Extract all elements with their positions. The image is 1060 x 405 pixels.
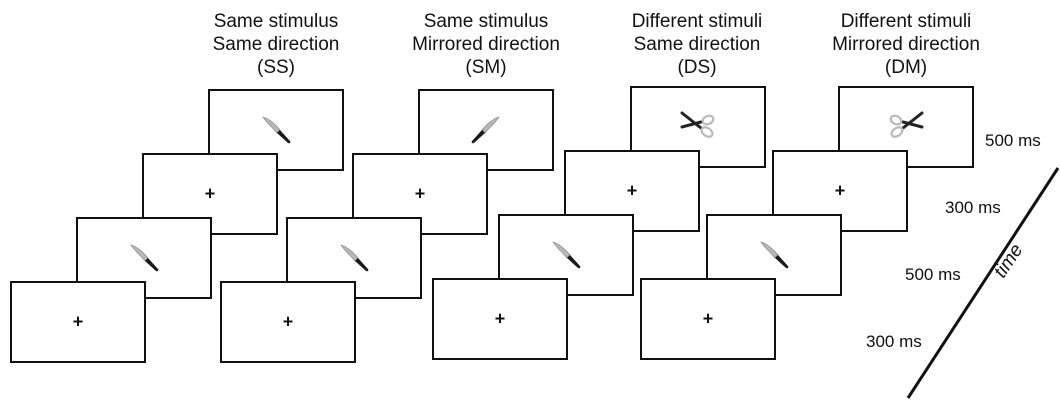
knife-icon: [332, 236, 376, 280]
condition-title-sm: Same stimulus Mirrored direction (SM): [386, 10, 586, 79]
fixation-cross: +: [626, 180, 638, 201]
duration-label-fixation-2: 300 ms: [945, 198, 1001, 217]
condition-title-line2: Mirrored direction: [832, 34, 980, 55]
condition-title-line3: (DM): [884, 57, 928, 78]
condition-title-ss: Same stimulus Same direction (SS): [176, 10, 376, 79]
condition-title-line1: Different stimuli: [840, 11, 972, 32]
condition-title-line3: (DS): [677, 57, 717, 78]
fixation-cross: +: [494, 308, 506, 329]
duration-label-cue: 500 ms: [905, 265, 961, 284]
condition-title-line2: Same direction: [212, 34, 340, 55]
condition-title-line1: Different stimuli: [631, 11, 763, 32]
condition-title-line1: Same stimulus: [213, 11, 339, 32]
knife-icon: [752, 233, 796, 277]
knife-icon: [254, 108, 298, 152]
fixation-cross: +: [702, 308, 714, 329]
fixation-frame-ds: +: [432, 278, 568, 360]
knife-icon: [122, 236, 166, 280]
fixation-frame-dm: +: [640, 278, 776, 360]
fixation-cross: +: [282, 311, 294, 332]
condition-title-ds: Different stimuli Same direction (DS): [597, 10, 797, 79]
fixation-frame-sm: +: [220, 281, 356, 363]
condition-title-line2: Mirrored direction: [412, 34, 560, 55]
fixation-cross: +: [414, 183, 426, 204]
time-axis-line: [906, 167, 1060, 399]
fixation-frame-ss: +: [10, 281, 146, 363]
scissors-icon: [676, 105, 720, 149]
condition-title-line3: (SM): [465, 57, 507, 78]
duration-label-fixation-1: 300 ms: [866, 332, 922, 351]
condition-title-dm: Different stimuli Mirrored direction (DM…: [806, 10, 1006, 79]
fixation-cross: +: [72, 311, 84, 332]
condition-title-line1: Same stimulus: [423, 11, 549, 32]
knife-icon: [544, 233, 588, 277]
duration-label-target: 500 ms: [985, 131, 1041, 150]
scissors-icon: [884, 105, 928, 149]
fixation-cross: +: [204, 183, 216, 204]
fixation-cross: +: [834, 180, 846, 201]
condition-title-line2: Same direction: [633, 34, 761, 55]
knife-icon: [464, 108, 508, 152]
condition-title-line3: (SS): [257, 57, 295, 78]
